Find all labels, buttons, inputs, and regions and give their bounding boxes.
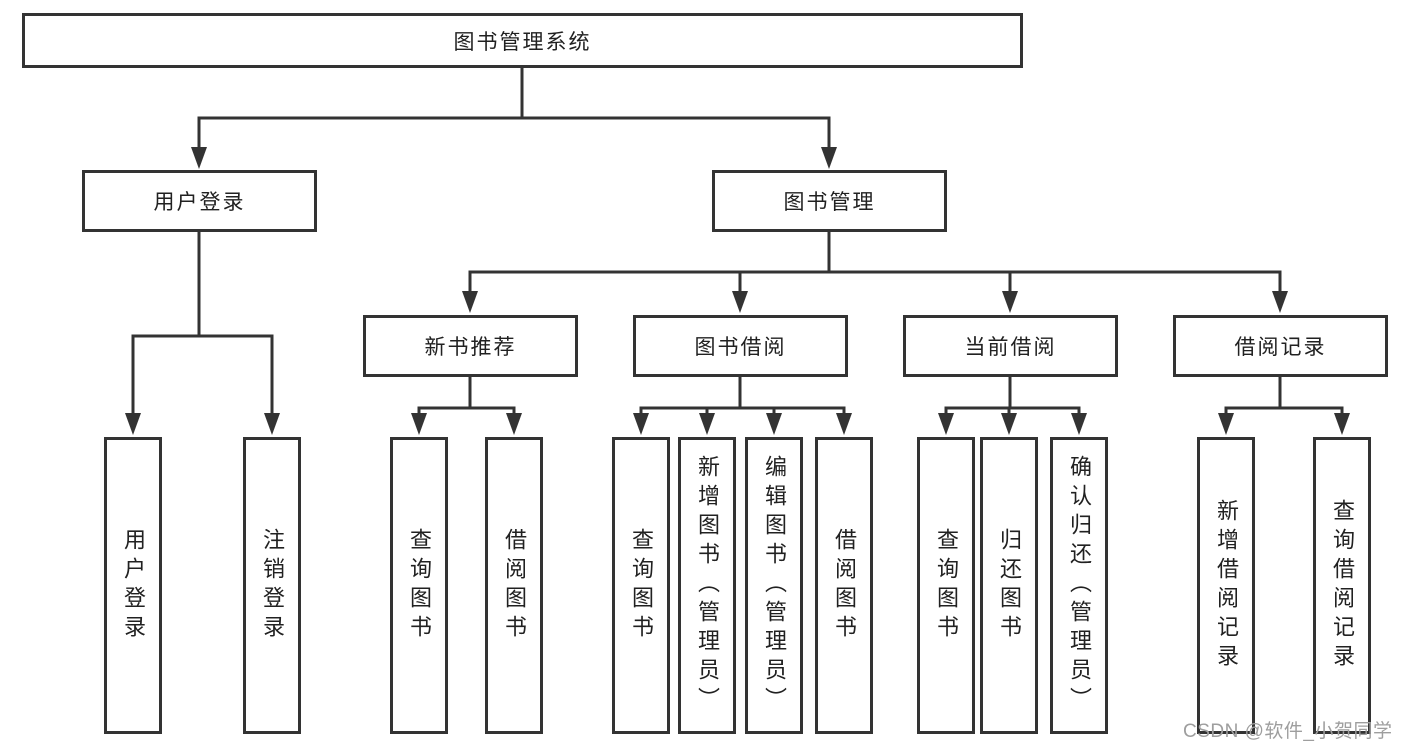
leaf-add-borrow-record: 新增借阅记录: [1197, 437, 1255, 734]
connector-book-management: [468, 232, 1282, 296]
arrow-down-icon: [1001, 413, 1017, 435]
arrow-down-icon: [462, 291, 478, 313]
arrow-down-icon: [411, 413, 427, 435]
arrow-down-icon: [821, 147, 837, 169]
node-library-management-system: 图书管理系统: [22, 13, 1023, 68]
node-book-management: 图书管理: [712, 170, 947, 232]
node-new-book-recommendation: 新书推荐: [363, 315, 578, 377]
arrow-down-icon: [1272, 291, 1288, 313]
connector-book-borrow: [639, 377, 846, 418]
connector-current-borrow: [944, 377, 1081, 418]
arrow-down-icon: [766, 413, 782, 435]
arrow-down-icon: [191, 147, 207, 169]
connector-root: [197, 68, 831, 150]
connector-new-book: [417, 377, 516, 418]
leaf-confirm-return-admin: 确认归还（管理员）: [1050, 437, 1108, 734]
leaf-return-books: 归还图书: [980, 437, 1038, 734]
leaf-borrow-books-recommend: 借阅图书: [485, 437, 543, 734]
arrow-down-icon: [1218, 413, 1234, 435]
arrow-down-icon: [836, 413, 852, 435]
leaf-search-books-recommend: 查询图书: [390, 437, 448, 734]
leaf-add-books-admin: 新增图书（管理员）: [678, 437, 736, 734]
arrow-down-icon: [938, 413, 954, 435]
node-user-login: 用户登录: [82, 170, 317, 232]
csdn-watermark: CSDN @软件_小贺同学: [1183, 721, 1393, 742]
arrow-down-icon: [264, 413, 280, 435]
arrow-down-icon: [732, 291, 748, 313]
arrow-down-icon: [506, 413, 522, 435]
leaf-search-borrow-record: 查询借阅记录: [1313, 437, 1371, 734]
node-current-borrowing: 当前借阅: [903, 315, 1118, 377]
arrow-down-icon: [633, 413, 649, 435]
arrow-down-icon: [1002, 291, 1018, 313]
arrow-down-icon: [1334, 413, 1350, 435]
leaf-borrow-books: 借阅图书: [815, 437, 873, 734]
leaf-edit-books-admin: 编辑图书（管理员）: [745, 437, 803, 734]
leaf-search-books-current: 查询图书: [917, 437, 975, 734]
connector-borrow-record: [1224, 377, 1344, 418]
arrow-down-icon: [1071, 413, 1087, 435]
arrow-down-icon: [699, 413, 715, 435]
leaf-logout: 注销登录: [243, 437, 301, 734]
leaf-user-login: 用户登录: [104, 437, 162, 734]
node-book-borrowing: 图书借阅: [633, 315, 848, 377]
node-borrowing-records: 借阅记录: [1173, 315, 1388, 377]
leaf-search-books-borrow: 查询图书: [612, 437, 670, 734]
connector-user-login: [131, 232, 274, 417]
arrow-down-icon: [125, 413, 141, 435]
